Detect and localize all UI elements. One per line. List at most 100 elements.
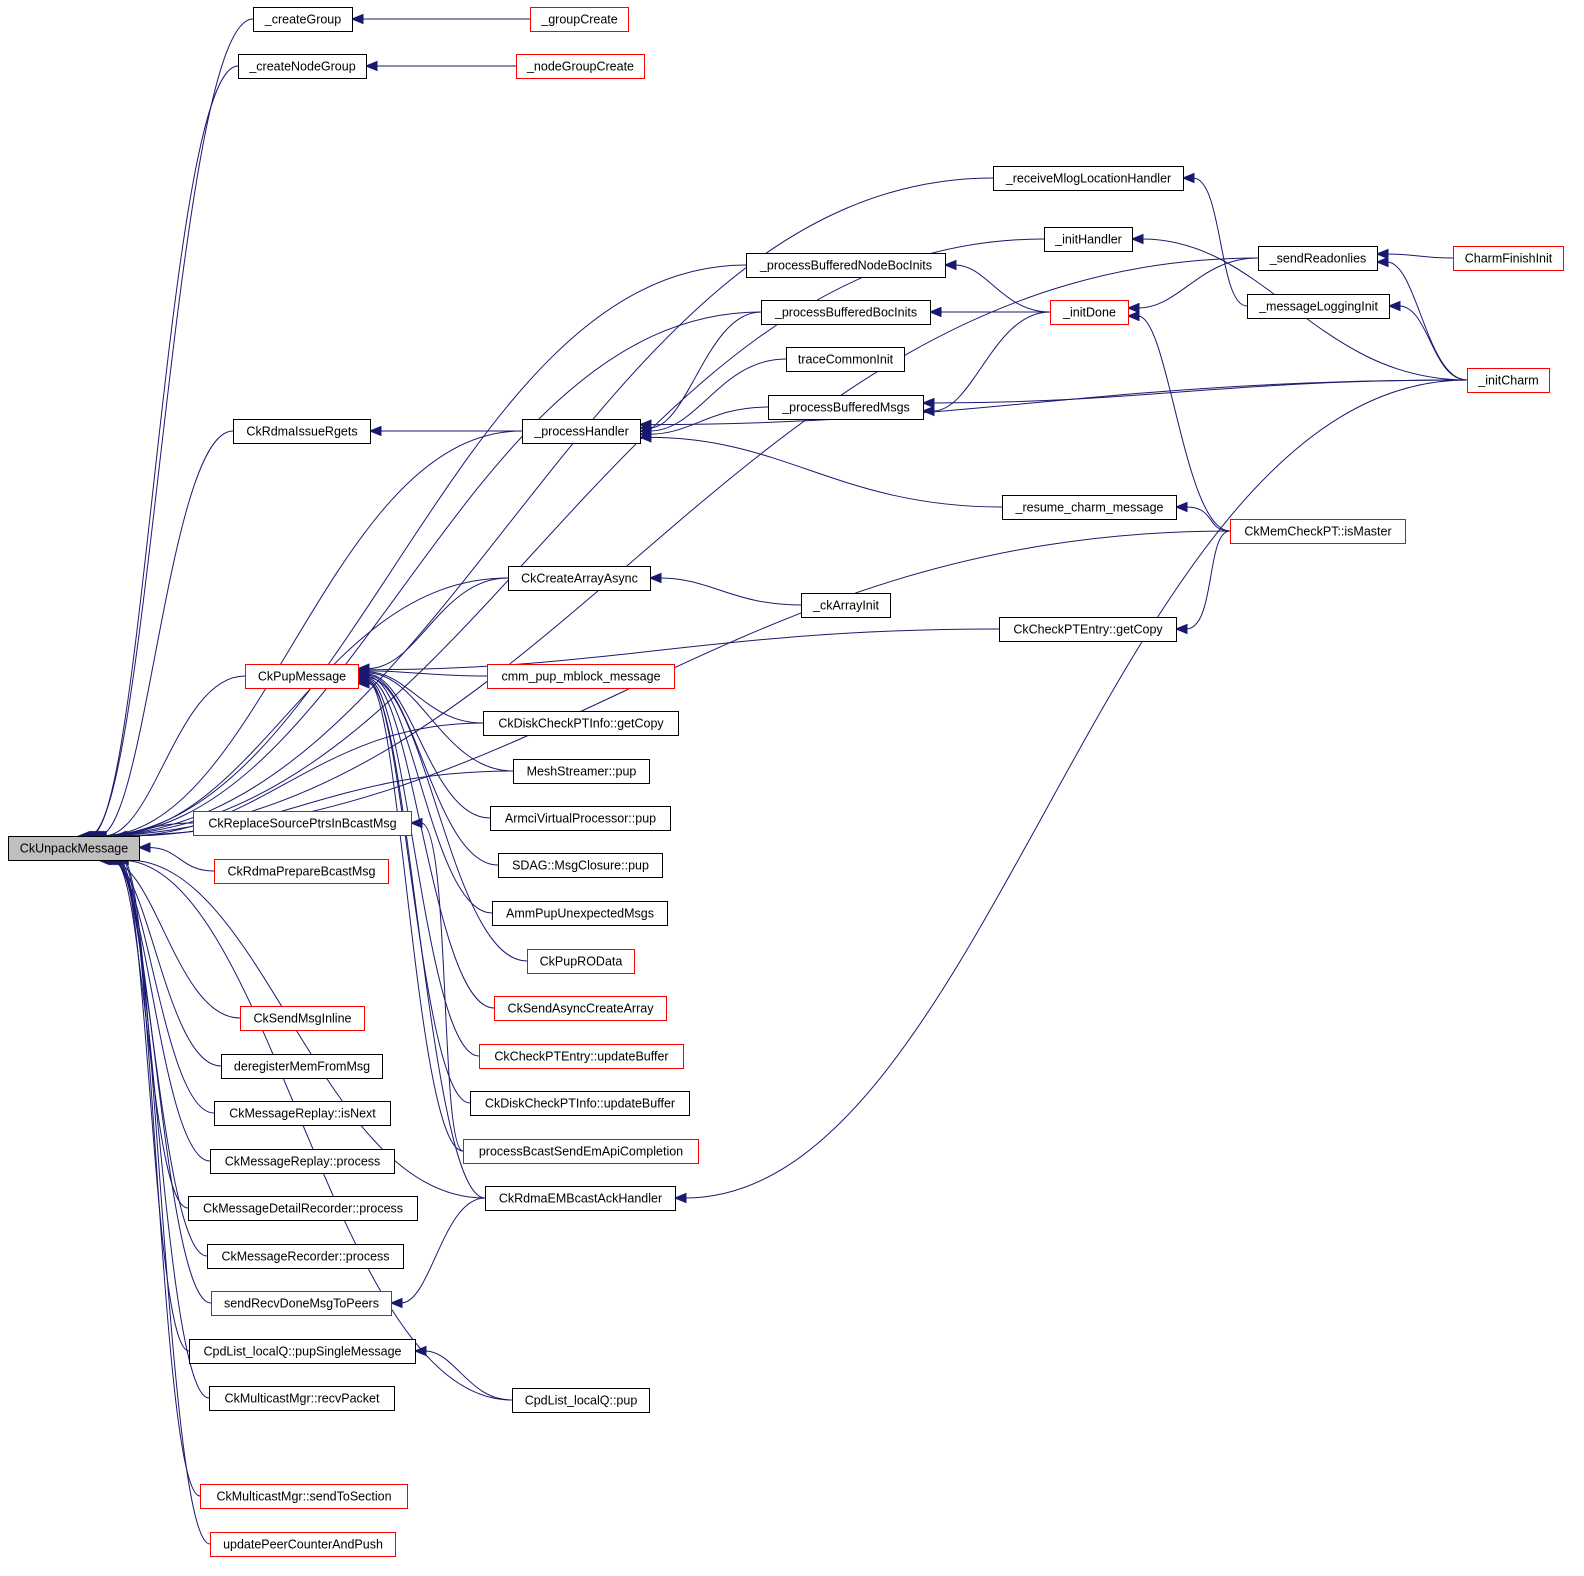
node-meshstreamer-pup[interactable]: MeshStreamer::pup <box>513 759 650 784</box>
node-label: CkMessageReplay::isNext <box>229 1107 376 1121</box>
node-cksendasynccreatearray[interactable]: CkSendAsyncCreateArray <box>494 996 667 1021</box>
node-ckarrayinit[interactable]: _ckArrayInit <box>801 593 891 618</box>
node-cmm-pup-mblock-message[interactable]: cmm_pup_mblock_message <box>487 664 675 689</box>
node-resume-charm-message[interactable]: _resume_charm_message <box>1002 495 1177 520</box>
node-deregistermemfrommsg[interactable]: deregisterMemFromMsg <box>221 1054 383 1079</box>
node-armcivirtualprocessor-pup[interactable]: ArmciVirtualProcessor::pup <box>490 806 671 831</box>
node-cpdlist-localq-pup[interactable]: CpdList_localQ::pup <box>512 1388 650 1413</box>
arrowhead-icon <box>1375 256 1389 268</box>
node-label: CkMessageRecorder::process <box>221 1250 389 1264</box>
node-cksendmsginline[interactable]: CkSendMsgInline <box>240 1006 365 1031</box>
node-ckdiskcheckptinfo-getcopy[interactable]: CkDiskCheckPTInfo::getCopy <box>483 711 679 736</box>
node-messagelogginginit[interactable]: _messageLoggingInit <box>1247 294 1390 319</box>
node-ckmessagerecorder-process[interactable]: CkMessageRecorder::process <box>207 1244 404 1269</box>
edge-sendreadonlies-to-initdone <box>1126 257 1259 314</box>
edge-line <box>124 722 484 837</box>
node-label: traceCommonInit <box>798 353 894 367</box>
node-box <box>200 1484 408 1509</box>
edge-line <box>649 379 1468 426</box>
node-ckmemcheckpt-ismaster[interactable]: CkMemCheckPT::isMaster <box>1230 519 1406 544</box>
node-box <box>786 347 905 372</box>
node-sdag-msgclosure-pup[interactable]: SDAG::MsgClosure::pup <box>498 853 663 878</box>
arrowhead-icon <box>137 842 151 853</box>
node-processbufferedbocinits[interactable]: _processBufferedBocInits <box>761 300 931 325</box>
node-ckmessagedetailrecorder-process[interactable]: CkMessageDetailRecorder::process <box>188 1196 418 1221</box>
edge-creategroup-to-ckunpackmessage <box>77 18 254 842</box>
node-ckmulticastmgr-sendtosection[interactable]: CkMulticastMgr::sendToSection <box>200 1484 408 1509</box>
arrowhead-icon <box>1375 248 1389 260</box>
node-createnodegroup[interactable]: _createNodeGroup <box>238 54 367 79</box>
edge-cksendasynccreatearray-to-ckpupmessage <box>356 673 495 1009</box>
node-processbufferedmsgs[interactable]: _processBufferedMsgs <box>768 395 924 420</box>
arrowhead-icon <box>368 425 382 437</box>
node-ckpuprodata[interactable]: CkPupROData <box>527 949 635 974</box>
node-tracecommoninit[interactable]: traceCommonInit <box>786 347 905 372</box>
edge-line <box>1137 315 1231 532</box>
edge-initdone-to-processbufferedmsgs <box>921 311 1051 417</box>
node-receivemloglocationhandler[interactable]: _receiveMlogLocationHandler <box>993 166 1184 191</box>
node-box <box>207 1244 404 1269</box>
edge-resume-charm-message-to-processhandler <box>638 432 1003 508</box>
edge-line <box>649 358 787 432</box>
node-processhandler[interactable]: _processHandler <box>522 419 641 444</box>
edge-line <box>102 577 509 837</box>
node-cpdlist-localq-pupsinglemessage[interactable]: CpdList_localQ::pupSingleMessage <box>189 1339 416 1364</box>
node-box <box>8 836 140 861</box>
edge-line <box>1386 261 1468 381</box>
node-nodegroupcreate[interactable]: _nodeGroupCreate <box>516 54 645 79</box>
node-box <box>483 711 679 736</box>
node-label: CpdList_localQ::pupSingleMessage <box>203 1345 401 1359</box>
edge-ckmemcheckpt-ismaster-to-initdone <box>1126 310 1231 532</box>
node-ckrdmapreparebcastmsg[interactable]: CkRdmaPrepareBcastMsg <box>214 859 389 884</box>
node-ckcreatearrayasync[interactable]: CkCreateArrayAsync <box>508 566 651 591</box>
node-label: _processBufferedBocInits <box>774 306 917 320</box>
edge-line <box>110 859 215 1114</box>
node-label: CkMulticastMgr::recvPacket <box>225 1392 380 1406</box>
node-box <box>463 1139 699 1164</box>
node-initdone[interactable]: _initDone <box>1050 300 1129 325</box>
node-box <box>999 617 1177 642</box>
node-label: CkRdmaEMBcastAckHandler <box>499 1192 662 1206</box>
edge-line <box>112 859 211 1162</box>
arrowhead-icon <box>1126 310 1140 322</box>
node-sendrecvdonemsgtopeers[interactable]: sendRecvDoneMsgToPeers <box>211 1291 392 1316</box>
node-label: updatePeerCounterAndPush <box>223 1538 383 1552</box>
edge-line <box>367 681 464 1152</box>
edge-cpdlist-localq-pup-to-cpdlist-localq-pupsinglemessage <box>413 1345 513 1401</box>
arrowhead-icon <box>921 397 935 409</box>
node-processbufferednodebocinits[interactable]: _processBufferedNodeBocInits <box>746 253 946 278</box>
node-groupcreate[interactable]: _groupCreate <box>530 7 629 32</box>
node-ckrdmaembcastackhandler[interactable]: CkRdmaEMBcastAckHandler <box>485 1186 676 1211</box>
node-ckcheckptentry-getcopy[interactable]: CkCheckPTEntry::getCopy <box>999 617 1177 642</box>
edge-initcharm-to-sendreadonlies <box>1375 256 1468 381</box>
node-ckmessagereplay-process[interactable]: CkMessageReplay::process <box>210 1149 395 1174</box>
node-ckmessagereplay-isnext[interactable]: CkMessageReplay::isNext <box>214 1101 391 1126</box>
node-ammpupunexpectedmsgs[interactable]: AmmPupUnexpectedMsgs <box>492 901 668 926</box>
node-ckdiskcheckptinfo-updatebuffer[interactable]: CkDiskCheckPTInfo::updateBuffer <box>470 1091 690 1116</box>
node-ckrdmaissuergets[interactable]: CkRdmaIssueRgets <box>233 419 371 444</box>
edge-line <box>367 577 509 670</box>
node-creategroup[interactable]: _createGroup <box>253 7 353 32</box>
arrowhead-icon <box>356 678 370 689</box>
node-initcharm[interactable]: _initCharm <box>1467 368 1550 393</box>
edge-ckmessagereplay-process-to-ckunpackmessage <box>100 854 211 1162</box>
node-ckcheckptentry-updatebuffer[interactable]: CkCheckPTEntry::updateBuffer <box>479 1044 684 1069</box>
edge-initdone-to-processbufferedbocinits <box>928 306 1051 318</box>
edge-line <box>420 822 464 1152</box>
node-box <box>522 419 641 444</box>
node-label: CkUnpackMessage <box>20 842 128 856</box>
node-ckpupmessage[interactable]: CkPupMessage <box>245 664 359 689</box>
arrowhead-icon <box>389 1297 403 1309</box>
node-processbcastsendemapicompletion[interactable]: processBcastSendEmApiCompletion <box>463 1139 699 1164</box>
node-label: CkMessageDetailRecorder::process <box>203 1202 403 1216</box>
node-inithandler[interactable]: _initHandler <box>1044 227 1133 252</box>
node-updatepeercounterandpush[interactable]: updatePeerCounterAndPush <box>210 1532 396 1557</box>
node-ckmulticastmgr-recvpacket[interactable]: CkMulticastMgr::recvPacket <box>209 1386 395 1411</box>
node-ckreplacesourceptrsinbcastmsg[interactable]: CkReplaceSourcePtrsInBcastMsg <box>193 811 412 836</box>
edge-line <box>400 1197 486 1304</box>
node-charmfinishinit[interactable]: CharmFinishInit <box>1453 246 1564 271</box>
node-label: SDAG::MsgClosure::pup <box>512 859 649 873</box>
edge-line <box>92 177 994 837</box>
node-sendreadonlies[interactable]: _sendReadonlies <box>1258 246 1378 271</box>
edge-line <box>94 238 1045 837</box>
